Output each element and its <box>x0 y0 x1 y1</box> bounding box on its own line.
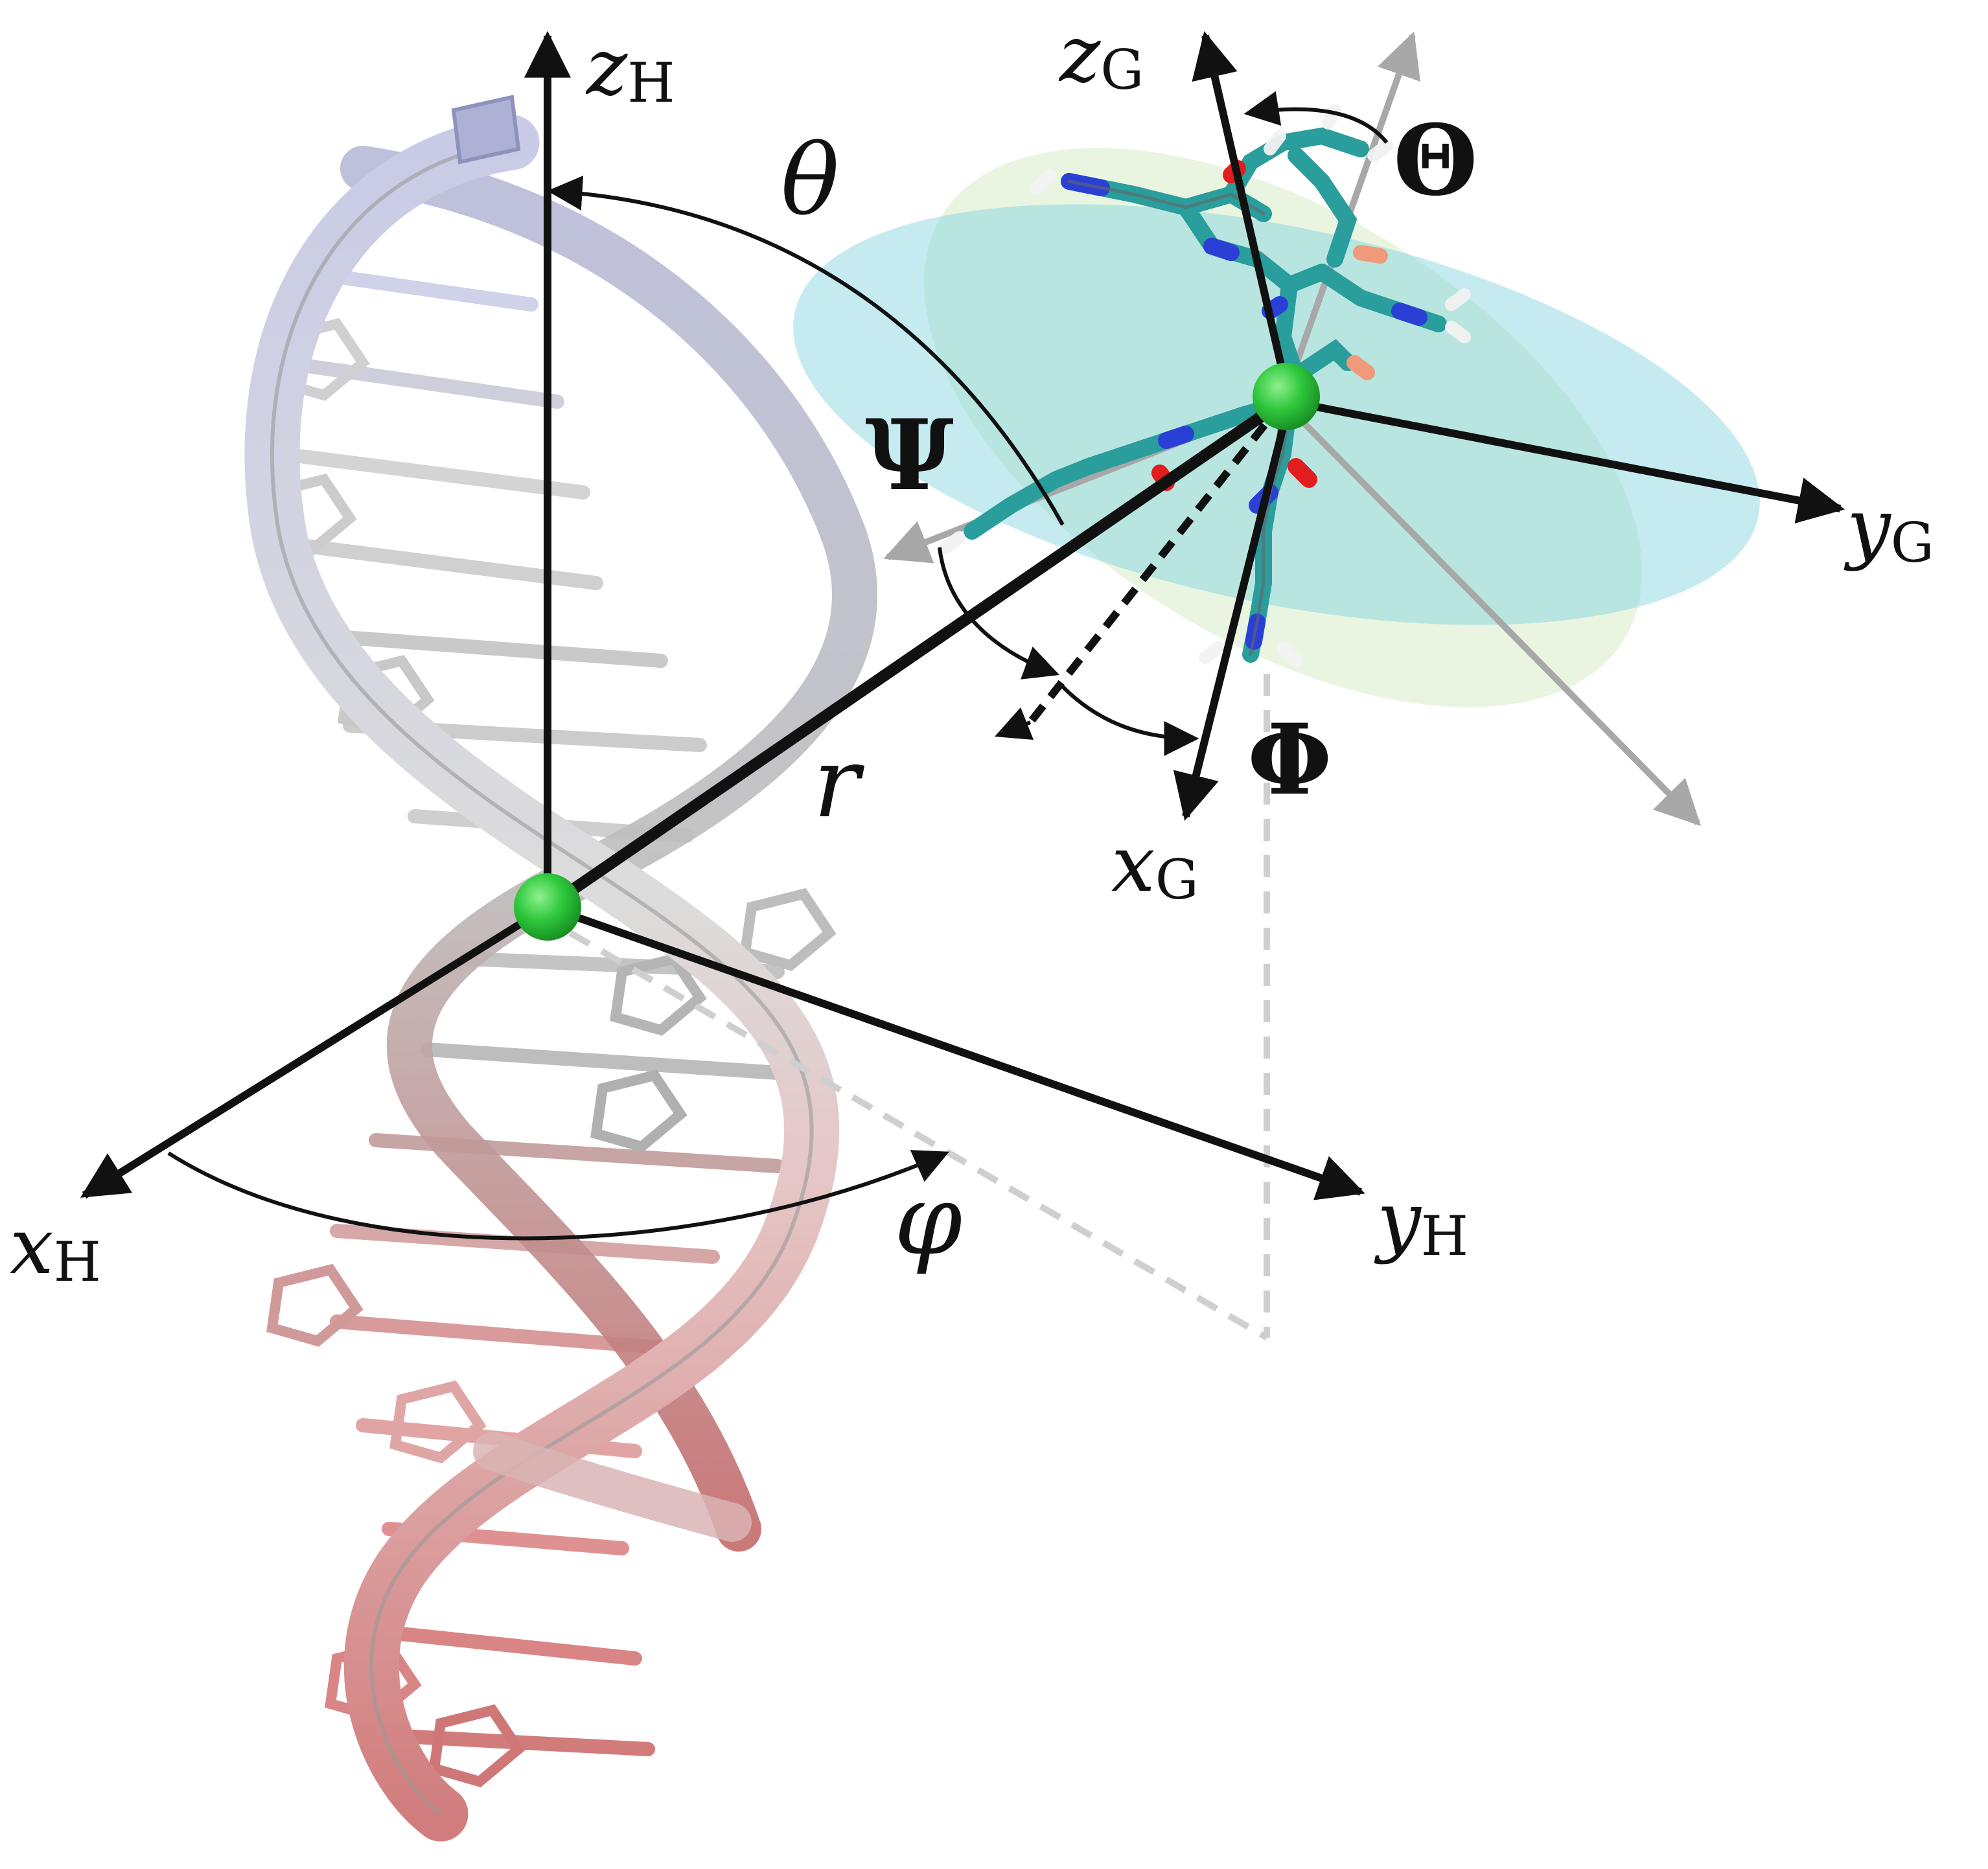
arc-phi-lower <box>167 1150 949 1241</box>
axis-labels: zH yH xH zG yG xG <box>10 10 1934 1294</box>
radial-vector-extension <box>1027 399 1286 725</box>
label-y-helix: yH <box>1374 1176 1468 1268</box>
axis-y-helix <box>546 903 1365 1200</box>
axis-x-helix <box>80 903 550 1199</box>
arc-Theta <box>1243 91 1389 144</box>
gray-axis-down <box>1280 399 1701 826</box>
helix-ribbon-tail <box>473 1432 752 1542</box>
angle-arcs <box>167 91 1389 1241</box>
label-phi-lower: φ <box>894 1164 962 1277</box>
guest-origin-point-icon <box>1253 363 1320 430</box>
label-z-guest: zG <box>1058 10 1144 102</box>
helix-strand-front-edge <box>270 141 814 1816</box>
arc-Psi-return <box>994 707 1034 740</box>
guest-frame-axes <box>1173 30 1845 821</box>
arc-Phi <box>1061 685 1199 756</box>
label-x-guest: xG <box>1111 820 1199 912</box>
label-Phi: Φ <box>1247 703 1332 817</box>
label-Theta: Θ <box>1393 104 1478 218</box>
origin-point-icon <box>514 873 581 941</box>
label-r: r <box>813 727 865 840</box>
helix-top-block <box>451 95 521 165</box>
axis-z-guest <box>1192 30 1293 403</box>
radial-vector-r <box>544 396 1287 912</box>
label-y-guest: yG <box>1844 483 1934 575</box>
label-x-helix: xH <box>10 1202 101 1294</box>
projection-lines <box>568 674 1270 1341</box>
label-z-helix: zH <box>585 23 675 115</box>
arc-theta <box>547 176 1065 526</box>
axis-x-guest <box>1173 400 1293 821</box>
dna-double-helix-icon <box>244 95 877 1842</box>
projection-horizontal <box>568 930 1269 1341</box>
axis-y-guest <box>1288 398 1845 523</box>
arc-Psi <box>938 547 1060 680</box>
label-Psi: Ψ <box>865 398 954 512</box>
angle-labels: θ φ r Θ Ψ Φ <box>781 104 1478 1277</box>
label-theta: θ <box>781 124 839 237</box>
